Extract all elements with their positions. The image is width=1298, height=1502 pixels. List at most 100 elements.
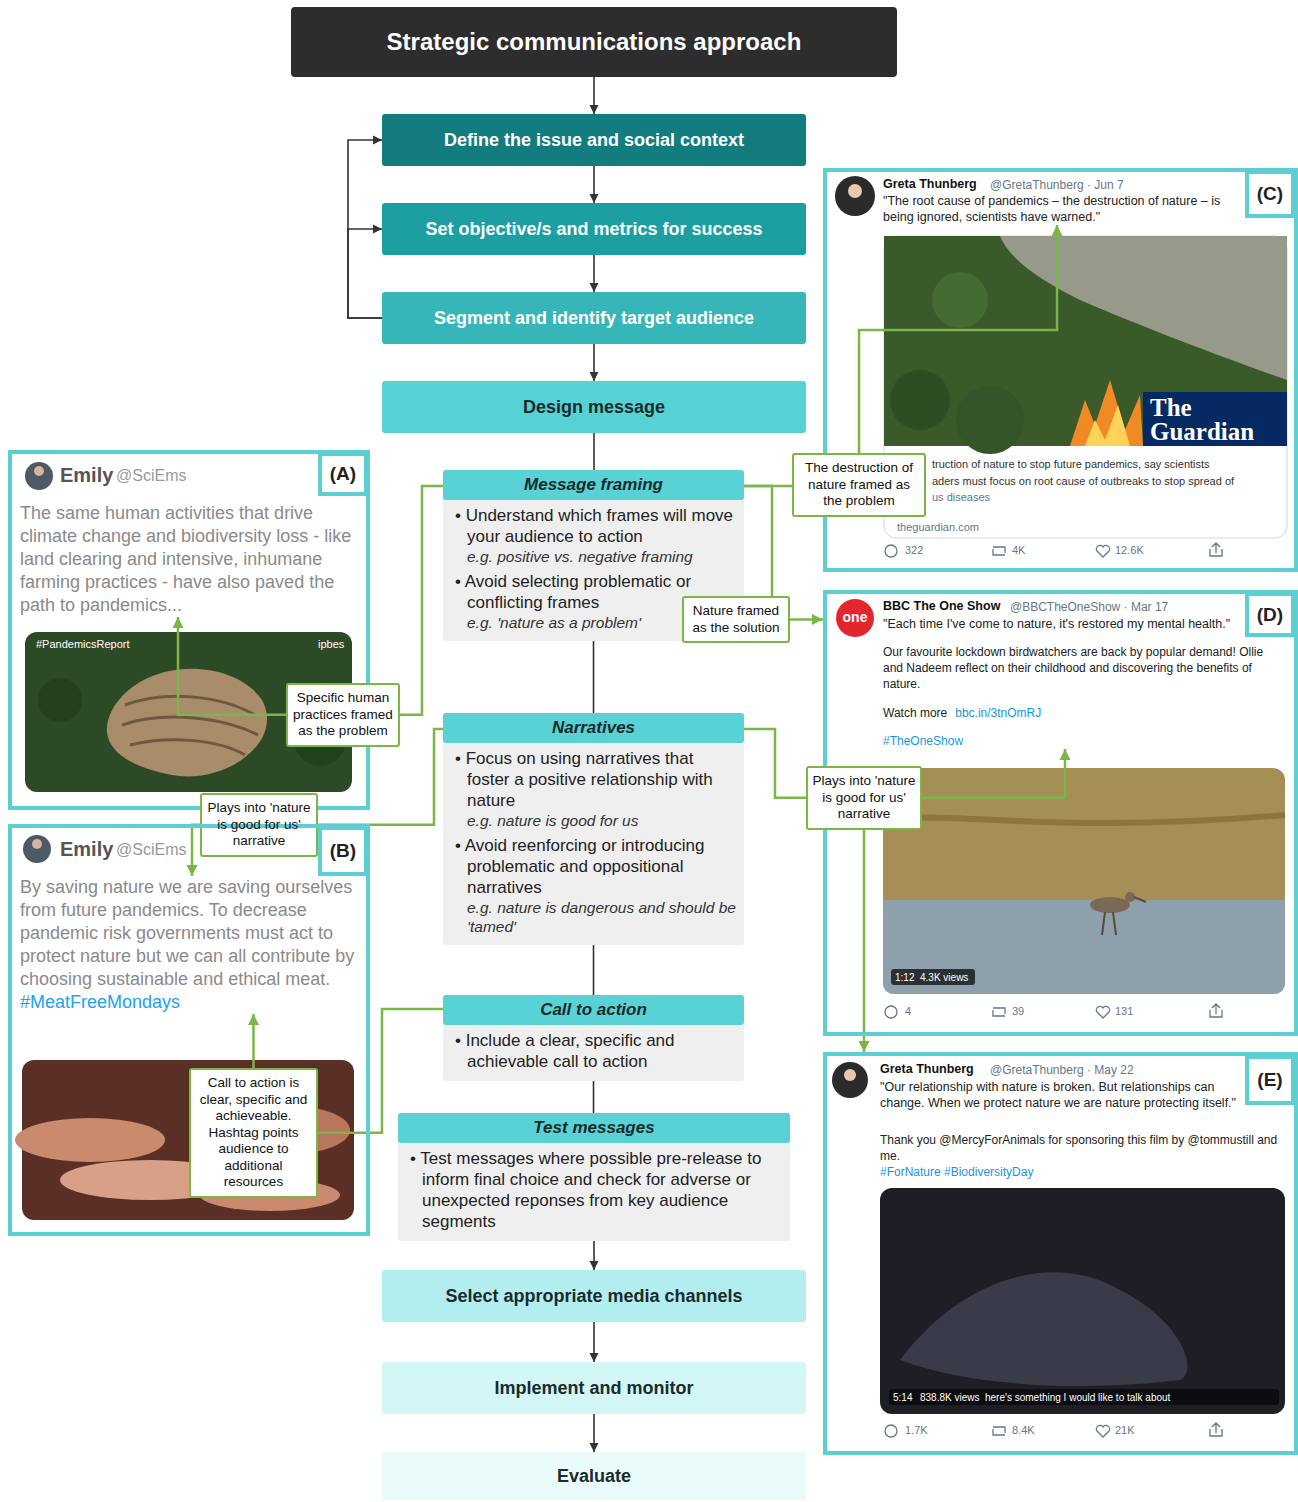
arrowhead <box>590 1353 599 1362</box>
avatar <box>23 835 51 863</box>
forest-photo <box>107 669 267 777</box>
panel-letter: (B) <box>318 826 368 876</box>
callout-connector <box>744 486 772 596</box>
step-box: Segment and identify target audience <box>382 292 806 344</box>
text-anchor: @GretaThunberg · Jun 7 <box>990 178 1124 192</box>
stat-count: 1.7K <box>905 1424 928 1436</box>
logo <box>836 599 874 637</box>
video-still <box>900 1272 1188 1386</box>
arrowhead <box>590 283 599 292</box>
text-anchor: ipbes <box>318 638 344 650</box>
connector-line <box>178 617 286 715</box>
step-label: Evaluate <box>557 1466 631 1487</box>
callout-text: Specific human practices framed as the p… <box>292 690 394 740</box>
guardian-logo <box>1143 392 1287 446</box>
tweet-text: Our favourite lockdown birdwatchers are … <box>883 644 1278 692</box>
hands-photo <box>15 1118 165 1162</box>
image-caption: #PandemicsReport <box>36 638 130 650</box>
flow-connector <box>593 641 594 713</box>
image-caption: ipbes <box>318 638 344 650</box>
arrowhead <box>1060 749 1071 760</box>
text-anchor: #PandemicsReport <box>36 638 130 650</box>
arrowhead <box>590 1443 599 1452</box>
bullet-text: • Focus on using narratives that foster … <box>443 748 744 811</box>
bird-photo <box>883 900 1285 994</box>
callout-connector <box>400 486 443 715</box>
retweet-icon <box>993 1427 1005 1435</box>
user-name: Emily <box>60 838 113 861</box>
text-anchor: BBC The One Show <box>883 599 1000 613</box>
video-overlay-text: here's something I would like to talk ab… <box>985 1392 1170 1403</box>
callout-text: Plays into 'nature is good for us' narra… <box>812 773 916 823</box>
callout-connector <box>790 614 823 625</box>
example-text: e.g. positive vs. negative framing <box>443 547 744 566</box>
text-anchor: 838.8K views <box>920 1392 979 1403</box>
arrowhead <box>173 617 184 628</box>
link-card-text: us diseases <box>932 491 990 503</box>
stat-count: 131 <box>1115 1005 1133 1017</box>
tweet-text-box: "Our relationship with nature is broken.… <box>880 1079 1240 1111</box>
text-anchor: aders must focus on root cause of outbre… <box>932 475 1234 487</box>
step-label: Design message <box>523 397 665 418</box>
step-box: Implement and monitor <box>382 1362 806 1414</box>
text-anchor: @SciEms <box>116 467 186 485</box>
fire-photo <box>1085 405 1130 446</box>
text-anchor: Thank you @MercyForAnimals for sponsorin… <box>880 1132 1285 1164</box>
step-label: Define the issue and social context <box>444 130 744 151</box>
flow-connector <box>590 1414 599 1452</box>
callout-box: Specific human practices framed as the p… <box>286 683 400 747</box>
stat-count: 12.6K <box>1115 544 1144 556</box>
bullet-text: • Test messages where possible pre-relea… <box>398 1148 790 1232</box>
share-icon <box>1210 543 1222 556</box>
panel-letter: (A) <box>318 452 368 496</box>
avatar <box>832 1062 868 1098</box>
user-name: Greta Thunberg <box>883 177 977 191</box>
fire-photo <box>890 370 950 430</box>
arrowhead <box>248 1014 259 1025</box>
text-anchor: 4 <box>905 1005 911 1017</box>
user-name: Greta Thunberg <box>880 1062 974 1076</box>
user-handle: @BBCTheOneShow · Mar 17 <box>1010 600 1168 614</box>
example-text: e.g. nature is good for us <box>443 811 744 830</box>
panel-letter-text: (D) <box>1257 604 1283 626</box>
text-anchor: theguardian.com <box>897 521 979 533</box>
callout-connector <box>173 617 287 715</box>
text-anchor: 21K <box>1115 1424 1135 1436</box>
avatar <box>32 839 42 849</box>
arrowhead <box>812 614 823 625</box>
tweet-text-box: The same human activities that drive cli… <box>20 502 362 617</box>
connector-line <box>593 641 595 713</box>
avatar <box>848 184 862 198</box>
callout-text: Nature framed as the solution <box>688 603 784 636</box>
avatar <box>835 176 875 216</box>
callout-box: Plays into 'nature is good for us' narra… <box>200 793 318 857</box>
avatar <box>844 1069 856 1081</box>
connector-line <box>593 433 595 470</box>
callout-box: Nature framed as the solution <box>682 596 790 643</box>
step-label: Select appropriate media channels <box>445 1286 742 1307</box>
panel-letter-text: (C) <box>1257 183 1283 205</box>
connector-line <box>400 486 443 715</box>
text-anchor: 12.6K <box>1115 544 1144 556</box>
text-anchor: 322 <box>905 544 923 556</box>
connector-line <box>593 1081 595 1113</box>
link-text: bbc.in/3tnOmRJ <box>955 706 1041 720</box>
arrowhead <box>590 194 599 203</box>
callout-text: Plays into 'nature is good for us' narra… <box>206 800 312 850</box>
bullet-text: • Avoid reenforcing or introducing probl… <box>443 835 744 898</box>
tweet-text-box: By saving nature we are saving ourselves… <box>20 876 362 1014</box>
bullet-text: • Understand which frames will move your… <box>443 505 744 547</box>
tweet-panel: Greta Thunberg@GretaThunberg · May 22Tha… <box>823 1052 1298 1455</box>
forest-photo <box>38 678 82 722</box>
guidance-panel: Test messages• Test messages where possi… <box>398 1113 790 1241</box>
retweet-icon <box>993 1008 1005 1016</box>
callout-connector <box>248 1014 259 1068</box>
arrowhead <box>590 1261 599 1270</box>
text-anchor: #ForNature #BiodiversityDay <box>880 1165 1033 1179</box>
callout-text: The destruction of nature framed as the … <box>798 460 920 510</box>
tweet-text-box: "Each time I've come to nature, it's res… <box>883 616 1278 749</box>
example-text: e.g. nature is dangerous and should be '… <box>443 898 744 936</box>
avatar <box>34 466 44 476</box>
